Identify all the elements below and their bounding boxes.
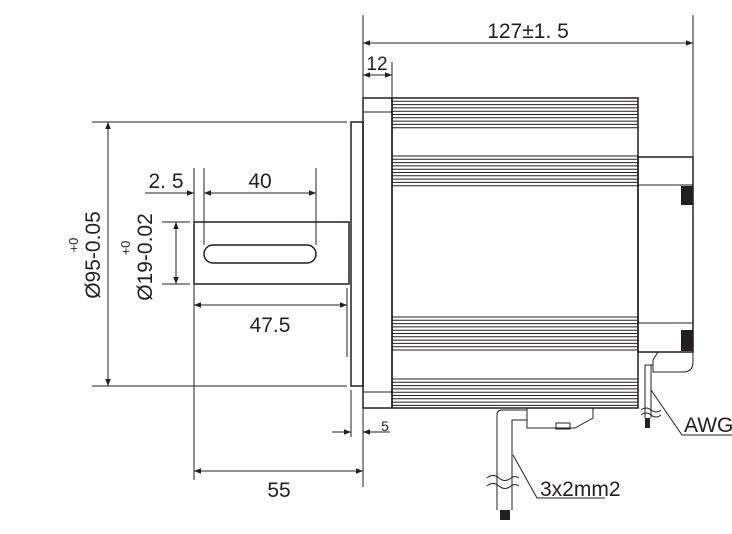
- keyway: [203, 244, 317, 264]
- signal-connector: [652, 351, 694, 373]
- dimension-lines: [92, 15, 732, 499]
- shaft: [193, 221, 350, 285]
- pilot-boss: [350, 121, 364, 387]
- dim-pilot-tolerance: +0: [66, 238, 81, 253]
- flange: [362, 97, 393, 409]
- signal-cable-label: AWG: [684, 414, 732, 437]
- dim-key-length: 40: [248, 170, 271, 193]
- dim-shaft-diameter: Ø19-0.02: [134, 213, 157, 301]
- dim-overall-length: 127±1. 5: [487, 20, 569, 43]
- shaft-body: [193, 221, 350, 285]
- signal-cable-leader: [650, 389, 732, 436]
- dim-flange-thickness: 12: [366, 54, 387, 75]
- dim-pilot-diameter: Ø95-0.05: [82, 211, 105, 299]
- rear-block-bottom: [681, 330, 693, 351]
- dim-shaft-length: 47.5: [250, 314, 291, 337]
- power-cable-leader: [512, 454, 605, 499]
- motor-housing: [391, 97, 639, 409]
- dim-shaft-total: 55: [267, 479, 290, 502]
- dim-key-offset: 2. 5: [148, 170, 183, 193]
- power-cable: [496, 409, 527, 510]
- rear-cap: [637, 156, 694, 353]
- dim-shaft-tolerance: +0: [118, 241, 133, 256]
- power-connector: [526, 408, 594, 429]
- rear-block-top: [681, 186, 693, 205]
- dim-pilot-depth: 5: [381, 418, 389, 434]
- signal-cable: [644, 364, 653, 418]
- cooling-fins: [392, 97, 638, 406]
- power-cable-label: 3x2mm2: [540, 478, 621, 501]
- motor-body: [350, 97, 694, 520]
